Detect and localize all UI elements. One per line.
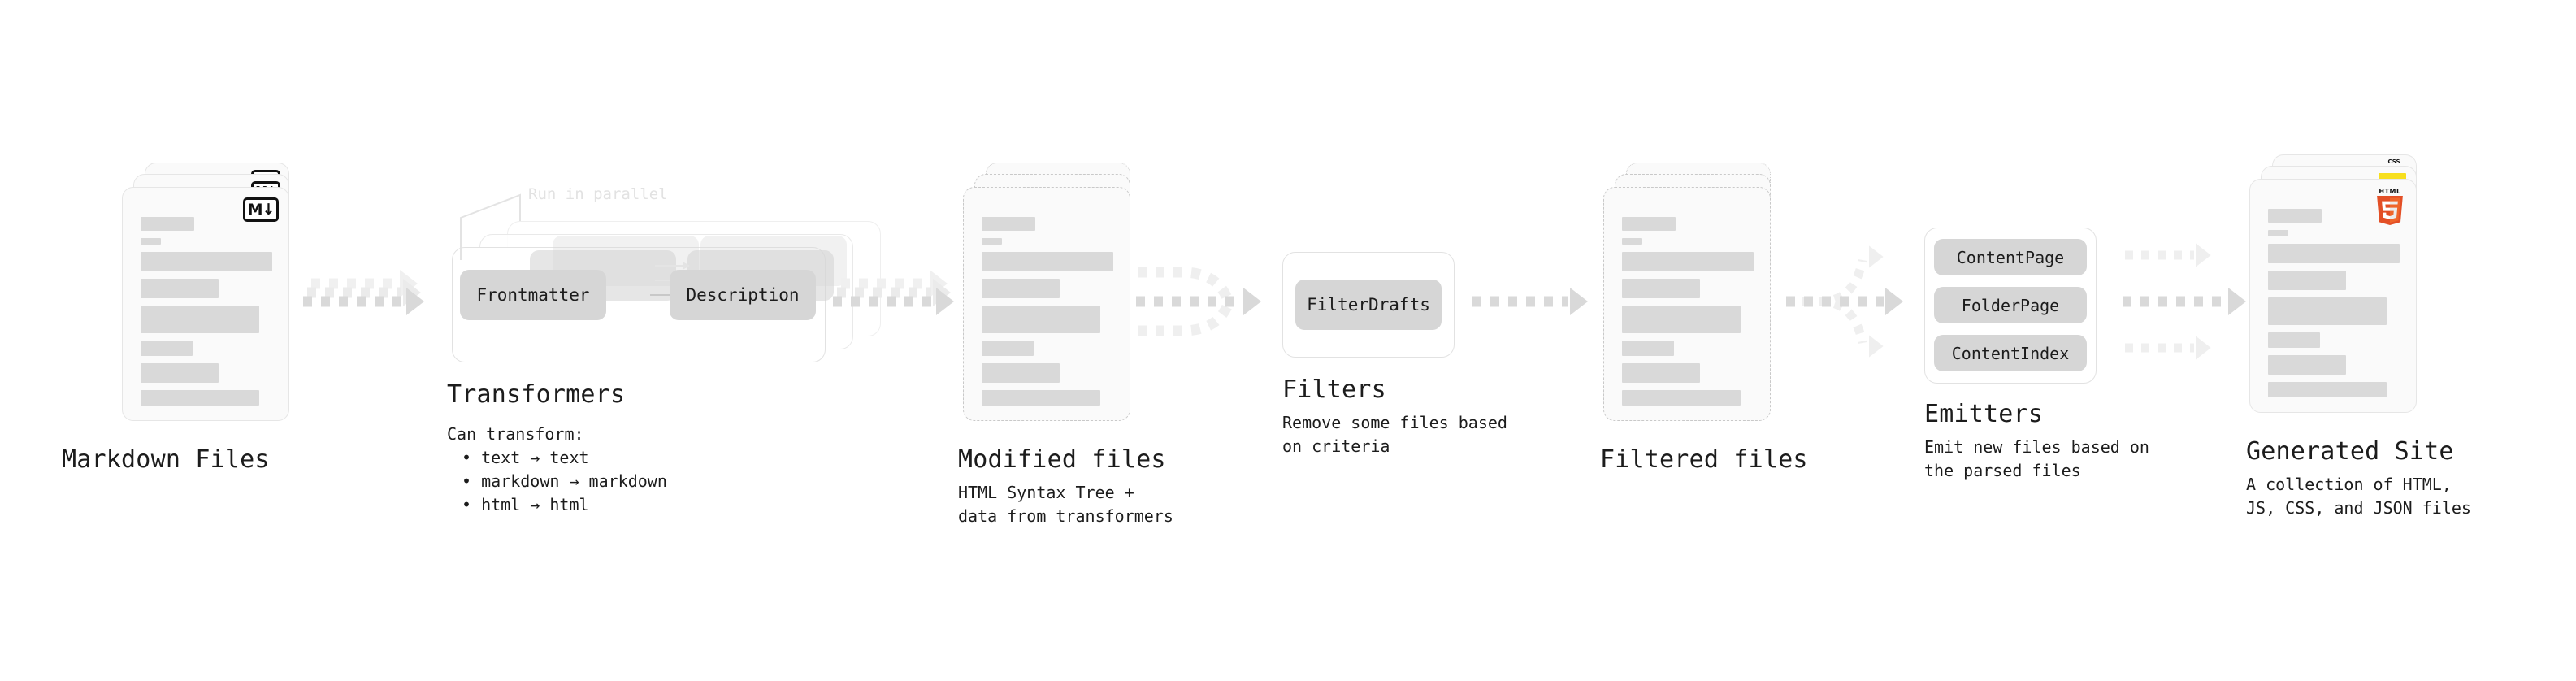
transformer-inner-arrow-back-2 xyxy=(655,262,690,270)
connector-modified-files-to-filters xyxy=(1136,267,1261,336)
transformers-bullet-2: • html → html xyxy=(462,495,589,514)
markdown-placeholder-bars xyxy=(141,217,272,413)
transformers-description: Can transform: xyxy=(447,424,584,444)
transformers-bullet-1: • markdown → markdown xyxy=(462,471,667,491)
connector-markdown-to-transformers xyxy=(303,270,424,315)
modified-card-front xyxy=(963,187,1130,421)
emitters-pill-contentindex[interactable]: ContentIndex xyxy=(1934,335,2087,371)
transformer-pill-frontmatter[interactable]: Frontmatter xyxy=(460,270,606,320)
filtered-placeholder-bars xyxy=(1622,217,1754,413)
stage-title-emitters: Emitters xyxy=(1924,400,2044,428)
html5-icon: HTML xyxy=(2374,188,2406,225)
generated-site-description: A collection of HTML, JS, CSS, and JSON … xyxy=(2246,475,2471,518)
emitters-description: Emit new files based on the parsed files xyxy=(1924,437,2149,480)
generated-placeholder-bars xyxy=(2268,209,2400,405)
transformer-pill-description[interactable]: Description xyxy=(670,270,816,320)
connector-filtered-files-to-emitters xyxy=(1786,245,1903,358)
emitters-pill-folderpage[interactable]: FolderPage xyxy=(1934,287,2087,323)
transformers-bullet-0: • text → text xyxy=(462,448,589,467)
stage-title-filtered-files: Filtered files xyxy=(1600,445,1808,474)
stage-title-markdown-files: Markdown Files xyxy=(62,445,270,474)
filtered-card-front xyxy=(1603,187,1771,421)
markdown-badge-icon: M↓ xyxy=(243,197,279,222)
filters-description: Remove some files based on criteria xyxy=(1282,413,1507,456)
stage-title-generated-site: Generated Site xyxy=(2246,437,2454,466)
modified-placeholder-bars xyxy=(982,217,1113,413)
stage-title-modified-files: Modified files xyxy=(958,445,1166,474)
markdown-card-front: M↓ xyxy=(122,187,289,421)
run-in-parallel-label: Run in parallel xyxy=(528,185,668,203)
modified-files-description: HTML Syntax Tree + data from transformer… xyxy=(958,483,1173,526)
stage-title-filters: Filters xyxy=(1282,375,1386,404)
css-label: CSS xyxy=(2387,158,2400,165)
filters-pill-filterdrafts[interactable]: FilterDrafts xyxy=(1295,280,1442,330)
stage-title-transformers: Transformers xyxy=(447,380,626,409)
connector-emitters-to-generated-site xyxy=(2123,243,2246,360)
generated-card-front: HTML xyxy=(2249,179,2417,413)
connector-filters-to-filtered-files xyxy=(1472,288,1588,315)
emitters-pill-contentpage[interactable]: ContentPage xyxy=(1934,239,2087,275)
